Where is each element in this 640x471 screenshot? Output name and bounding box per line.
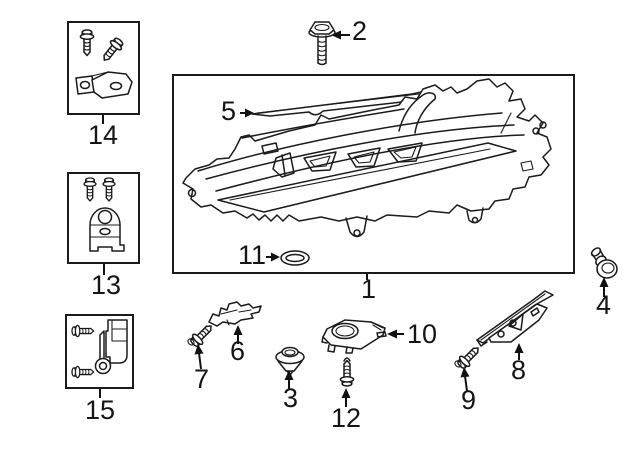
bracket-kit-13-drawing [83,177,125,252]
hex-flange-bolt-drawing [308,21,336,66]
callout-label-13[interactable]: 13 [91,270,122,300]
arrow-to-part-12 [341,388,351,407]
arrow-to-part-10 [387,329,404,339]
push-pin-clip-drawing [275,346,305,376]
callout-label-7[interactable]: 7 [194,364,210,394]
headlamp-assembly-drawing [182,78,552,266]
arrow-to-part-3 [284,370,294,389]
inset-box-14 [67,21,140,115]
arrow-to-part-9 [460,367,470,392]
callout-label-10[interactable]: 10 [407,319,438,349]
callout-label-5[interactable]: 5 [221,96,237,126]
callout-label-11[interactable]: 11 [238,240,267,270]
small-bracket-drawing [208,301,262,327]
callout-label-1[interactable]: 1 [361,274,377,304]
arrow-to-part-4 [599,277,609,297]
arrow-to-part-8 [514,343,524,360]
stud-screw-drawing [339,357,355,387]
callout-label-12[interactable]: 12 [331,403,362,433]
retainer-clip-drawing [590,247,618,279]
callout-label-15[interactable]: 15 [85,395,116,425]
arrow-to-part-11 [266,252,280,262]
arrow-to-part-6 [233,325,243,344]
arrow-to-part-7 [194,344,204,370]
led-driver-module-drawing [321,319,387,354]
tapping-screw-7-drawing [187,320,217,350]
callout-label-6[interactable]: 6 [230,336,246,366]
bracket-kit-14-drawing [75,29,133,99]
callout-label-14[interactable]: 14 [88,120,119,150]
callout-label-2[interactable]: 2 [352,16,368,46]
callout-label-3[interactable]: 3 [283,383,299,413]
tapping-screw-9-drawing [454,342,484,372]
arrow-to-part-5 [240,108,254,118]
callout-label-8[interactable]: 8 [511,355,527,385]
arrow-to-part-2 [331,30,350,40]
callout-label-9[interactable]: 9 [461,385,477,415]
bracket-kit-15-drawing [71,319,128,379]
callout-label-4[interactable]: 4 [596,290,612,320]
seal-ring-drawing [280,250,310,266]
headlamp-body-drawing [182,78,552,238]
side-bracket-drawing [476,290,554,347]
